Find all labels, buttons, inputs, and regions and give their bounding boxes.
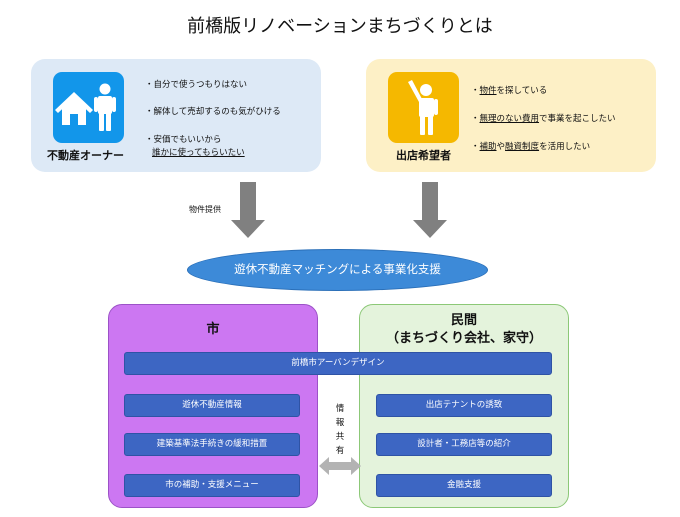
seeker-bullet-3: ・補助や融資制度を活用したい: [471, 142, 591, 152]
seeker-icon-tile: [388, 72, 459, 143]
down-arrow-right: [413, 182, 447, 238]
down-arrow-left: [231, 182, 265, 238]
info-share-char: 報: [335, 418, 345, 428]
seeker-bullet-3-u1: 補助: [479, 142, 497, 152]
info-share-char: 共: [335, 432, 345, 442]
city-item-1: 遊休不動産情報: [124, 394, 300, 417]
double-arrow-icon: [319, 457, 361, 475]
urban-design-bar: 前橋市アーバンデザイン: [124, 352, 552, 375]
owner-bullet-1: ・自分で使うつもりはない: [145, 80, 248, 90]
owner-bullet-3-cont: 誰かに使ってもらいたい: [152, 148, 245, 158]
matching-ellipse: 遊休不動産マッチングによる事業化支援: [187, 249, 488, 291]
private-subheading: （まちづくり会社、家守）: [385, 331, 542, 346]
owner-bullet-2: ・解体して売却するのも気がひける: [145, 107, 281, 117]
seeker-bullet-3-u2: 融資制度: [505, 142, 540, 152]
seeker-bullet-2-u: 無理のない費用: [479, 114, 540, 124]
seeker-bullet-2-rest: で事業を起こしたい: [539, 114, 616, 124]
seeker-bullet-1-u: 物件: [479, 86, 497, 96]
info-share-label: 情 報 共 有: [331, 402, 349, 458]
owner-icon-tile: [53, 72, 124, 143]
owner-bullet-3: ・安価でもいいから: [145, 135, 222, 145]
seeker-bullet-2: ・無理のない費用で事業を起こしたい: [471, 114, 616, 124]
seeker-label: 出店希望者: [396, 149, 451, 162]
person-raising-hand-icon: [408, 80, 438, 135]
info-share-char: 有: [335, 446, 345, 456]
private-heading: 民間: [450, 313, 477, 328]
house-person-icon: [55, 83, 116, 131]
seeker-bullet-3-mid: や: [496, 142, 506, 152]
seeker-bullet-1-rest: を探している: [496, 86, 548, 96]
page-title: 前橋版リノベーションまちづくりとは: [187, 16, 493, 37]
info-share-char: 情: [335, 404, 345, 414]
private-item-1: 出店テナントの誘致: [376, 394, 552, 417]
city-item-2: 建築基準法手続きの緩和措置: [124, 433, 300, 456]
city-heading: 市: [206, 322, 220, 337]
seeker-bullet-1: ・物件を探している: [471, 86, 548, 96]
city-item-3: 市の補助・支援メニュー: [124, 474, 300, 497]
seeker-bullet-3-rest: を活用したい: [539, 142, 591, 152]
private-item-3: 金融支援: [376, 474, 552, 497]
private-item-2: 設計者・工務店等の紹介: [376, 433, 552, 456]
property-provision-label: 物件提供: [189, 205, 221, 214]
owner-label: 不動産オーナー: [47, 149, 124, 162]
